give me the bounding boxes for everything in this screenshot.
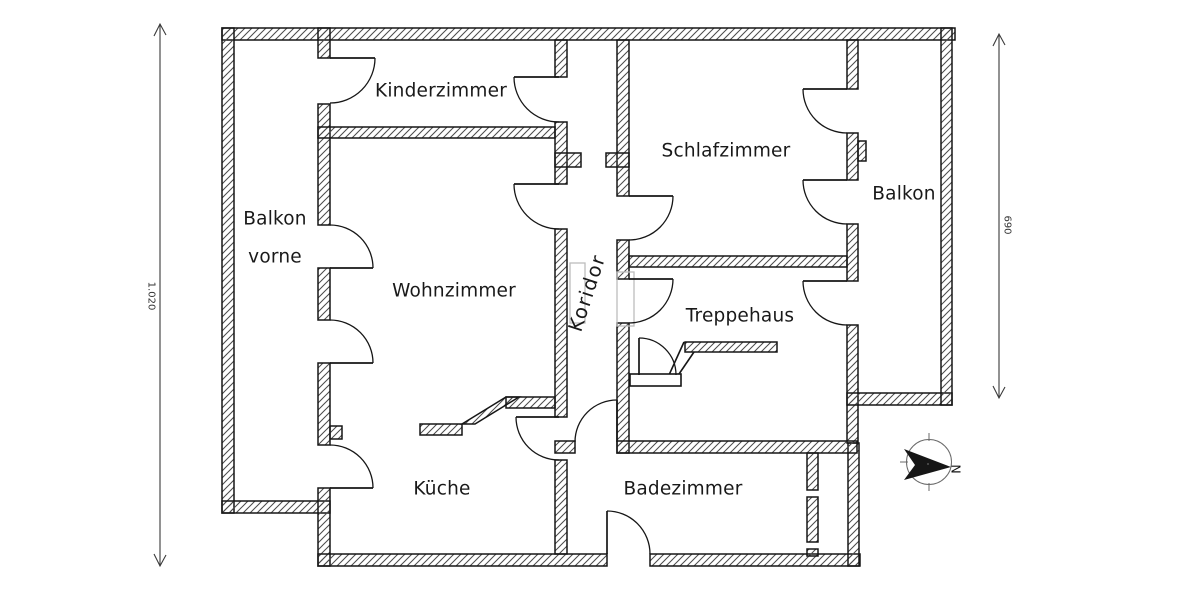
- door-kueche-koridor: [515, 416, 560, 461]
- door-wohnzimmer-koridor: [513, 183, 560, 230]
- compass-north-label: N: [948, 464, 964, 474]
- door-badezimmer-koridor: [574, 399, 618, 443]
- dimension-value-right: 690: [1001, 215, 1013, 235]
- door-wohnzimmer-balkon-1: [329, 224, 374, 269]
- room-label-balkon: Balkon: [872, 183, 936, 205]
- door-kinderzimmer-koridor: [513, 76, 560, 123]
- door-wohnzimmer-balkon-2: [329, 319, 374, 364]
- room-label-balkon-vorne-line2: vorne: [248, 246, 302, 268]
- stairs: [629, 341, 778, 387]
- room-label-treppehaus: Treppehaus: [685, 305, 795, 327]
- room-label-schlafzimmer: Schlafzimmer: [661, 140, 791, 162]
- dimension-value-left: 1.020: [145, 281, 157, 311]
- door-kinderzimmer-balkon: [329, 57, 376, 104]
- dimension-line-left: [153, 22, 167, 568]
- door-treppehaus-stairs: [638, 337, 677, 376]
- dimension-line-right: [992, 32, 1006, 400]
- door-kueche-balkon: [329, 444, 374, 489]
- door-treppehaus-koridor: [628, 278, 674, 324]
- room-label-wohnzimmer: Wohnzimmer: [392, 280, 516, 302]
- door-schlafzimmer-balkon-2: [802, 179, 848, 225]
- room-label-balkon-vorne-line1: Balkon: [243, 208, 307, 230]
- door-swings: [329, 57, 848, 555]
- walls: [221, 27, 956, 567]
- room-label-kueche: Küche: [413, 478, 471, 500]
- door-badezimmer-bottom: [606, 510, 651, 555]
- room-label-badezimmer: Badezimmer: [623, 478, 743, 500]
- door-treppehaus-balkon: [802, 280, 848, 326]
- door-schlafzimmer-koridor: [628, 195, 674, 241]
- door-jambs: [569, 262, 635, 327]
- compass-icon: [900, 433, 952, 491]
- door-schlafzimmer-balkon-1: [802, 88, 848, 134]
- room-label-kinderzimmer: Kinderzimmer: [374, 80, 508, 102]
